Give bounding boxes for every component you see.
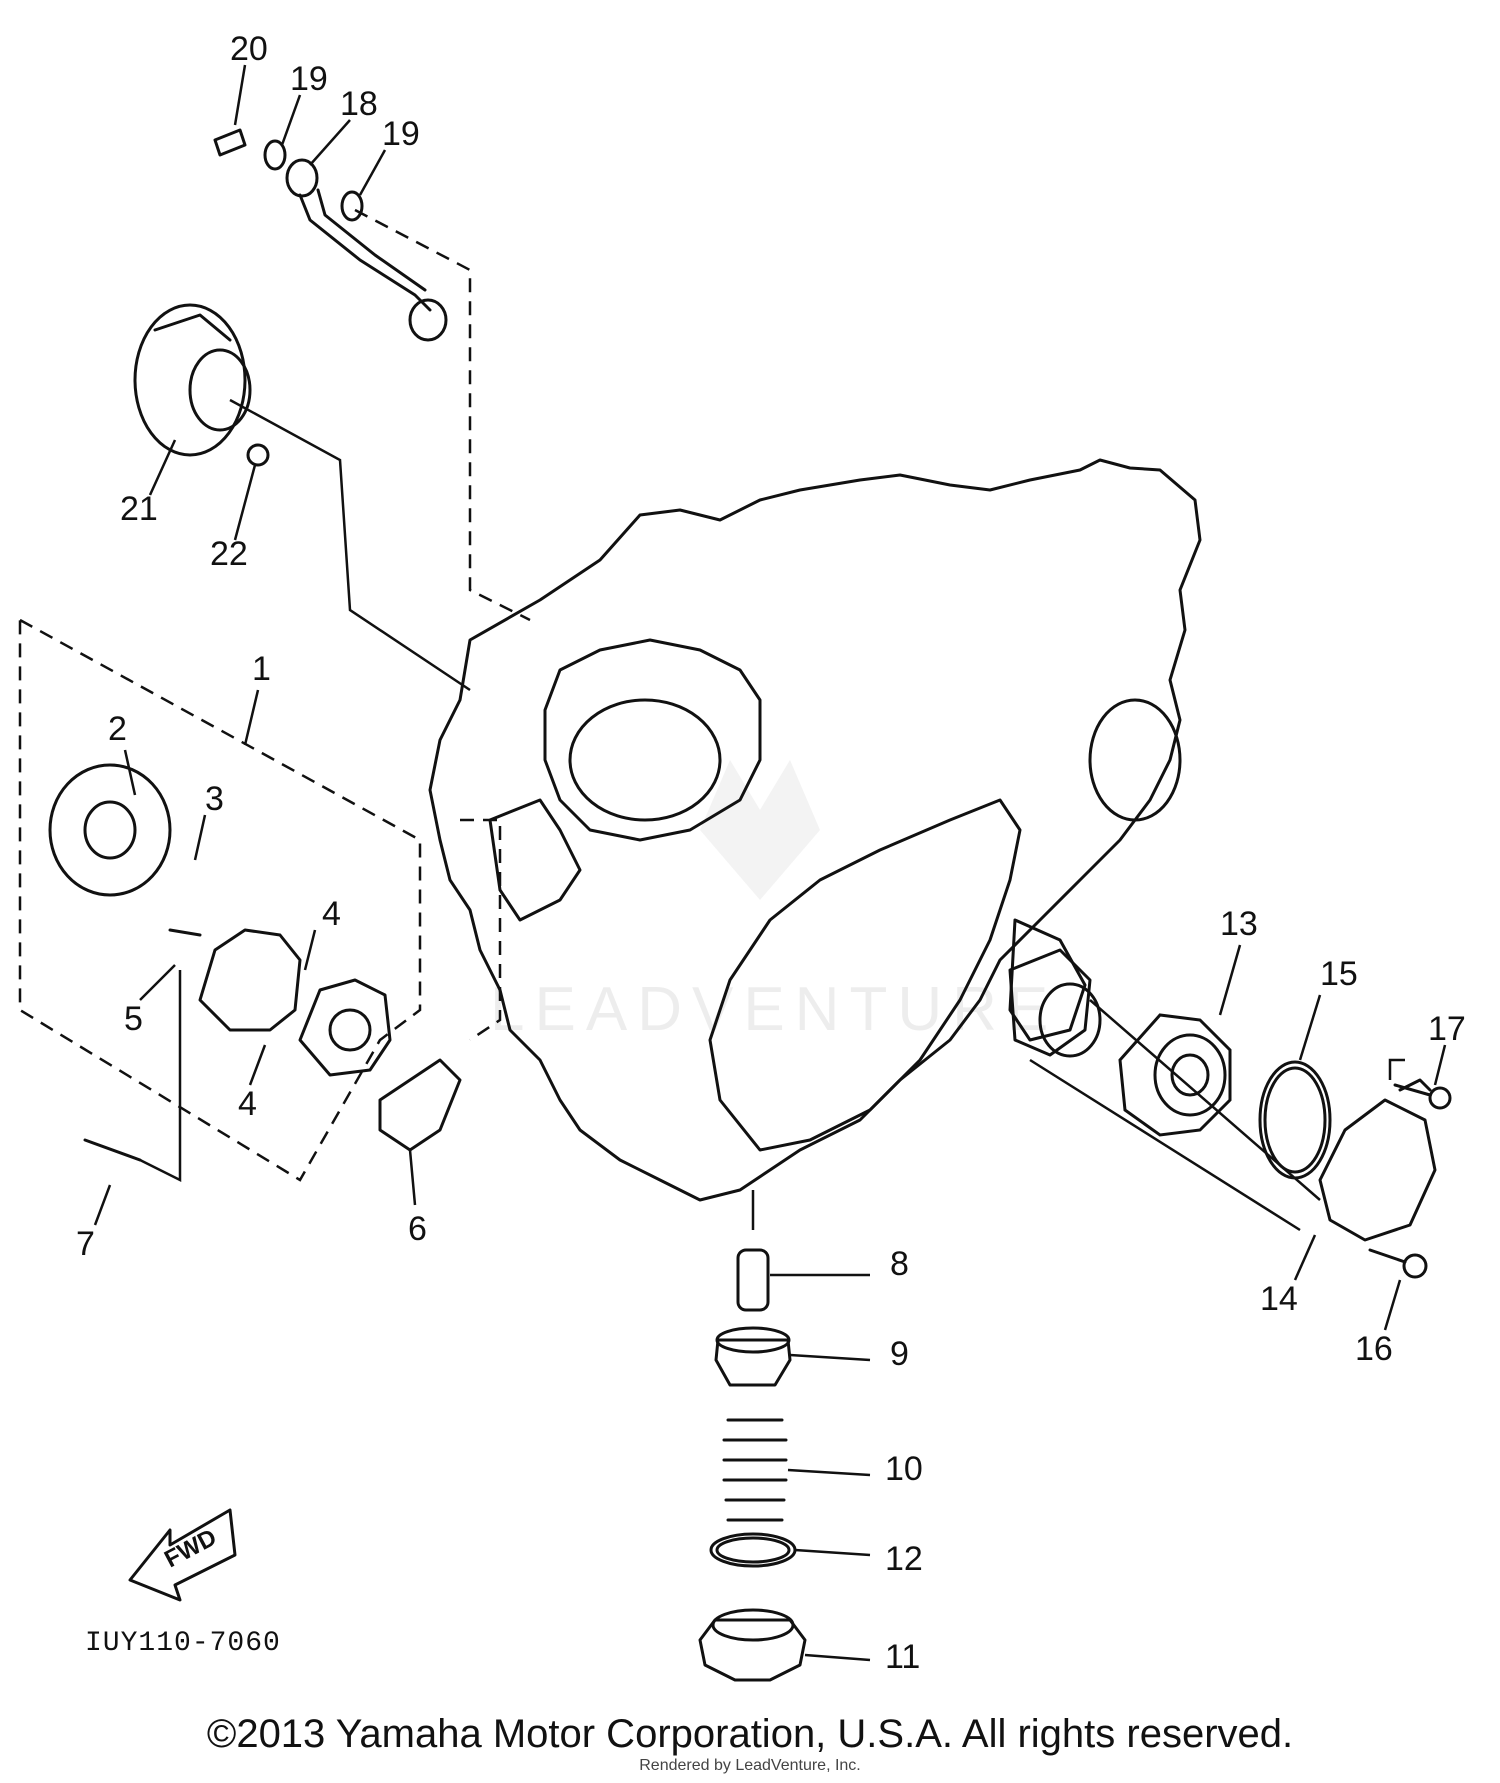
callout-4a: 4 [322,895,341,933]
callout-19a: 19 [290,60,328,98]
callout-4b: 4 [238,1085,257,1123]
callout-14: 14 [1260,1280,1298,1318]
drain-plug-stack [698,1190,871,1682]
copyright-notice: ©2013 Yamaha Motor Corporation, U.S.A. A… [206,1712,1294,1756]
oil-filter-assembly [1008,918,1437,1242]
callout-5: 5 [124,1000,143,1038]
callout-17: 17 [1428,1010,1466,1048]
rendered-by-notice: Rendered by LeadVenture, Inc. [639,1757,861,1774]
callout-13: 13 [1220,905,1258,943]
callout-7: 7 [76,1225,95,1263]
callout-2: 2 [108,710,127,748]
crankcase-cover [428,458,1202,1202]
oil-pump-assembly [18,617,502,1183]
callout-22: 22 [210,535,248,573]
watermark-logo: LEADVENTURE [490,760,1048,1044]
callout-3: 3 [205,780,224,818]
callout-labels: 1 2 3 4 4 5 6 7 8 9 10 11 12 13 14 15 16… [76,30,1466,1676]
callout-21: 21 [120,490,158,528]
cover-bolts [1368,1083,1452,1279]
callout-6: 6 [408,1210,427,1248]
callout-1: 1 [252,650,271,688]
oil-delivery-pipe [213,128,531,622]
callout-18: 18 [340,85,378,123]
drawing-code: IUY110-7060 [85,1628,281,1659]
callout-leaders [93,64,1447,1331]
callout-10: 10 [885,1450,923,1488]
callout-15: 15 [1320,955,1358,993]
fwd-arrow: FWD [128,1508,237,1602]
callout-16: 16 [1355,1330,1393,1368]
rotor-assembly [133,303,471,692]
callout-11: 11 [885,1638,920,1676]
callout-8: 8 [890,1245,909,1283]
callout-12: 12 [885,1540,923,1578]
callout-9: 9 [890,1335,909,1373]
callout-19b: 19 [382,115,420,153]
callout-20: 20 [230,30,268,68]
